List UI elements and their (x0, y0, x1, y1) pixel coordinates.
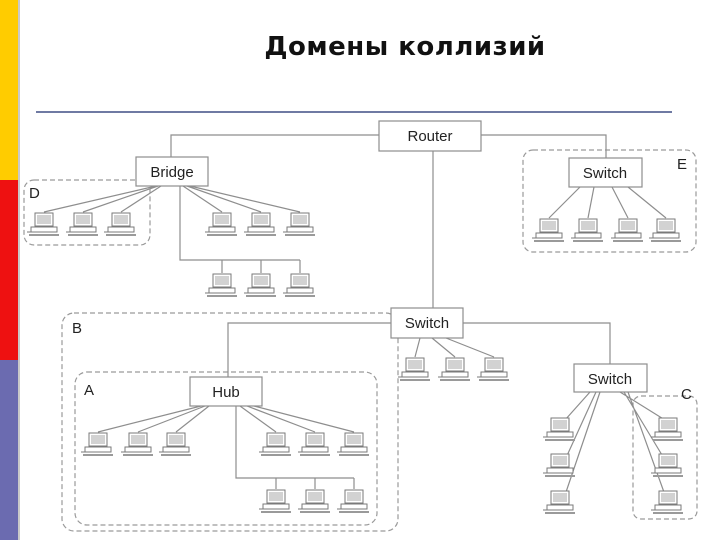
switch-c-label: Switch (588, 371, 632, 388)
domain-e-label: E (677, 156, 687, 173)
computer-icon (570, 218, 604, 242)
domain-d-label: D (29, 185, 40, 202)
bridge-label: Bridge (150, 164, 193, 181)
computer-icon (204, 273, 238, 297)
router-device[interactable]: Router (378, 120, 482, 152)
domain-e-box (522, 149, 697, 253)
computer-icon (158, 432, 192, 456)
switch-main-label: Switch (405, 315, 449, 332)
computer-icon (26, 212, 60, 236)
switch-c-device[interactable]: Switch (573, 363, 648, 393)
computer-icon (282, 273, 316, 297)
computer-icon (397, 357, 431, 381)
computer-icon (531, 218, 565, 242)
slide-title: Домены коллизий (264, 32, 546, 62)
switch-e-label: Switch (583, 165, 627, 182)
computer-icon (437, 357, 471, 381)
computer-icon (103, 212, 137, 236)
computer-icon (80, 432, 114, 456)
computer-icon (243, 212, 277, 236)
computer-icon (650, 453, 684, 477)
computer-icon (297, 432, 331, 456)
title-rule (36, 111, 672, 113)
domain-b-box (61, 312, 399, 532)
domain-c-box (632, 395, 698, 520)
bridge-device[interactable]: Bridge (135, 156, 209, 187)
computer-icon (476, 357, 510, 381)
switch-e-device[interactable]: Switch (568, 157, 643, 188)
router-label: Router (407, 128, 452, 145)
computer-icon (542, 417, 576, 441)
slide-divider (18, 0, 20, 540)
computer-icon (648, 218, 682, 242)
domain-c-label: C (681, 386, 692, 403)
hub-device[interactable]: Hub (189, 376, 263, 407)
computers (26, 212, 684, 514)
domain-a-box (74, 371, 378, 526)
accent-bar-purple (0, 360, 18, 540)
switch-main-device[interactable]: Switch (390, 307, 464, 339)
network-links (43, 134, 667, 496)
computer-icon (282, 212, 316, 236)
computer-icon (542, 453, 576, 477)
domain-d-box (23, 179, 151, 246)
computer-icon (243, 273, 277, 297)
computer-icon (204, 212, 238, 236)
computer-icon (297, 489, 331, 513)
accent-bar-yellow (0, 0, 18, 180)
computer-icon (650, 490, 684, 514)
computer-icon (542, 490, 576, 514)
domain-a-label: A (84, 382, 94, 399)
computer-icon (258, 432, 292, 456)
domain-b-label: B (72, 320, 82, 337)
computer-icon (258, 489, 292, 513)
computer-icon (65, 212, 99, 236)
computer-icon (336, 432, 370, 456)
computer-icon (336, 489, 370, 513)
hub-label: Hub (212, 384, 240, 401)
accent-bar-red (0, 180, 18, 360)
computer-icon (650, 417, 684, 441)
computer-icon (120, 432, 154, 456)
computer-icon (610, 218, 644, 242)
